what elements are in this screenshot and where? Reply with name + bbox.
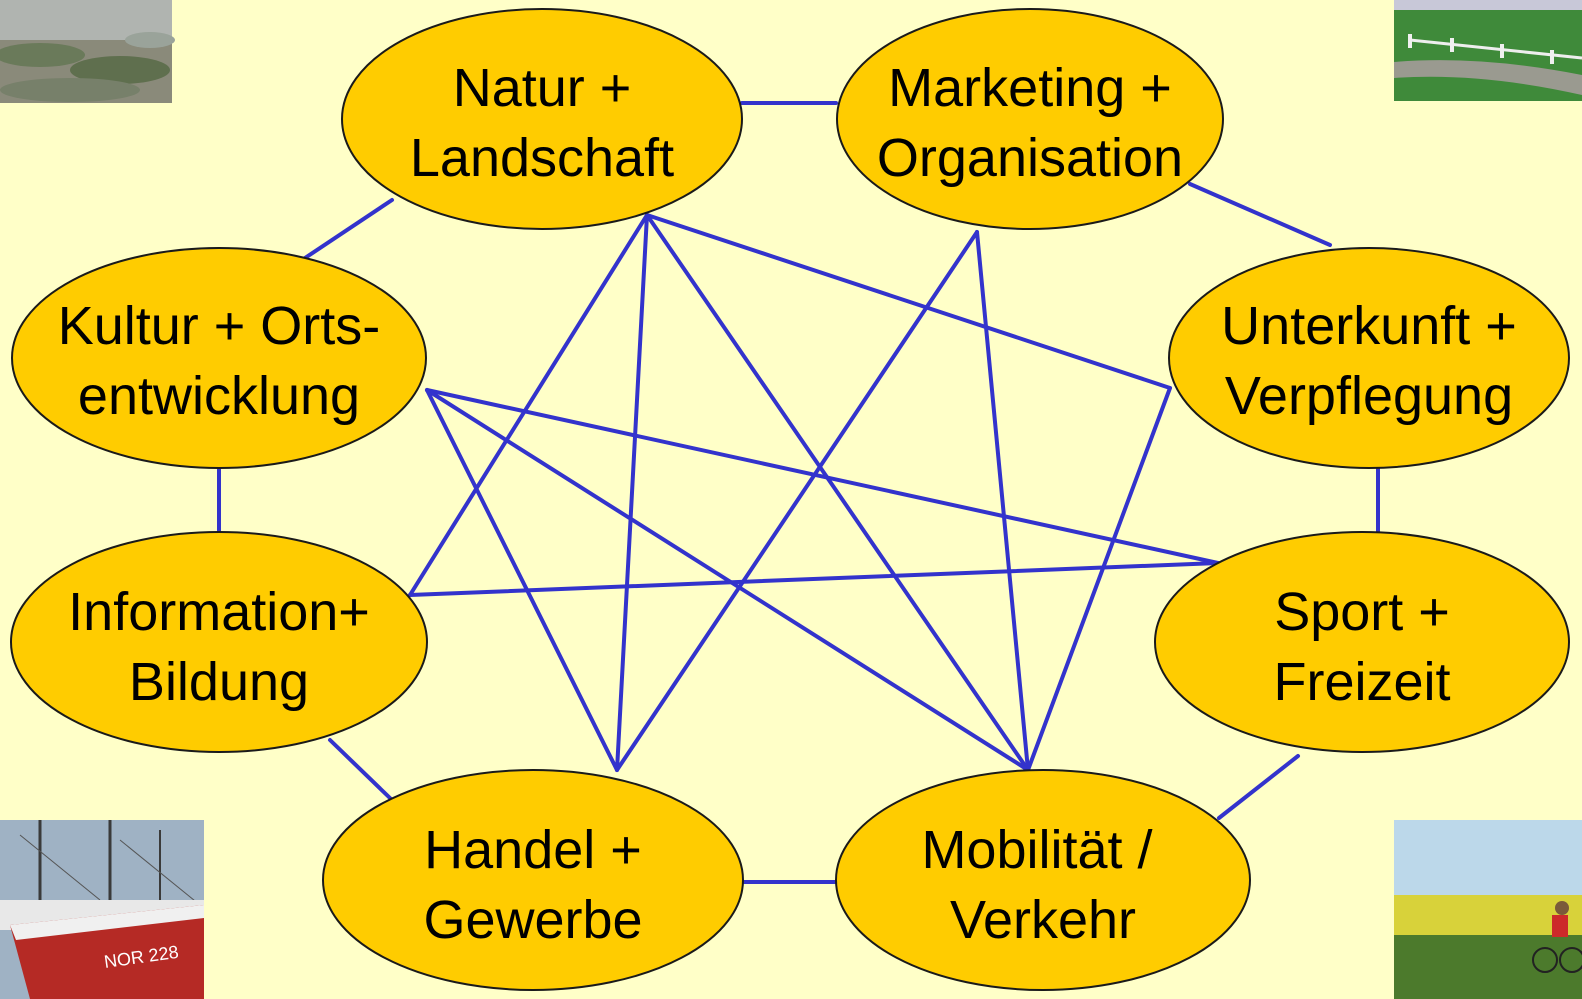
connection-kultur-handel: [425, 388, 619, 772]
node-label-line2: Landschaft: [410, 128, 674, 188]
node-label-line2: Bildung: [129, 652, 309, 712]
connection-natur-mobilitaet: [645, 213, 1030, 772]
node-label-line1: Sport +: [1274, 582, 1450, 642]
connection-handel-information: [328, 738, 394, 802]
node-unterkunft-verpflegung: Unterkunft + Verpflegung: [1168, 247, 1570, 469]
photo-bottom-left: NOR 228: [0, 820, 204, 999]
node-handel-gewerbe: Handel + Gewerbe: [322, 769, 744, 991]
connection-marketing-mobilitaet: [975, 230, 1030, 772]
connection-kultur-mobilitaet: [425, 388, 1030, 772]
node-information-bildung: Information+ Bildung: [10, 531, 428, 753]
node-label-line1: Handel +: [424, 820, 642, 880]
photo-top-right: [1394, 0, 1582, 101]
node-label-line2: Verpflegung: [1225, 366, 1513, 426]
node-label-line1: Natur +: [453, 58, 632, 118]
node-label-line1: Marketing +: [888, 58, 1172, 118]
connection-kultur-sport: [425, 388, 1220, 565]
connection-information-sport: [408, 561, 1220, 597]
node-label-line2: Freizeit: [1273, 652, 1450, 712]
connection-kultur-natur: [303, 198, 394, 260]
connection-natur-handel: [615, 213, 649, 772]
node-label-line1: Unterkunft +: [1221, 296, 1517, 356]
node-label-line2: Gewerbe: [423, 890, 642, 950]
node-label-line1: Information+: [68, 582, 370, 642]
photo-bottom-right: [1394, 820, 1582, 999]
photo-top-left: [0, 0, 175, 103]
connection-marketing-handel: [615, 230, 979, 772]
node-label-line2: Verkehr: [950, 890, 1136, 950]
node-label-line2: entwicklung: [78, 366, 360, 426]
connection-natur-information: [408, 213, 649, 597]
node-kultur-ortsentwicklung: Kultur + Orts- entwicklung: [11, 247, 427, 469]
connection-sport-mobilitaet: [1217, 754, 1300, 820]
node-natur-landschaft: Natur + Landschaft: [341, 8, 743, 230]
node-label-line1: Kultur + Orts-: [58, 296, 381, 356]
node-label-line1: Mobilität /: [921, 820, 1152, 880]
connections-layer: [217, 101, 1380, 884]
connection-unterkunft-mobilitaet: [1026, 386, 1172, 772]
node-label-line2: Organisation: [877, 128, 1183, 188]
connection-marketing-unterkunft: [1188, 182, 1332, 247]
node-marketing-organisation: Marketing + Organisation: [836, 8, 1224, 230]
node-sport-freizeit: Sport + Freizeit: [1154, 531, 1570, 753]
connection-natur-unterkunft: [645, 213, 1172, 390]
node-mobilitaet-verkehr: Mobilität / Verkehr: [835, 769, 1251, 991]
